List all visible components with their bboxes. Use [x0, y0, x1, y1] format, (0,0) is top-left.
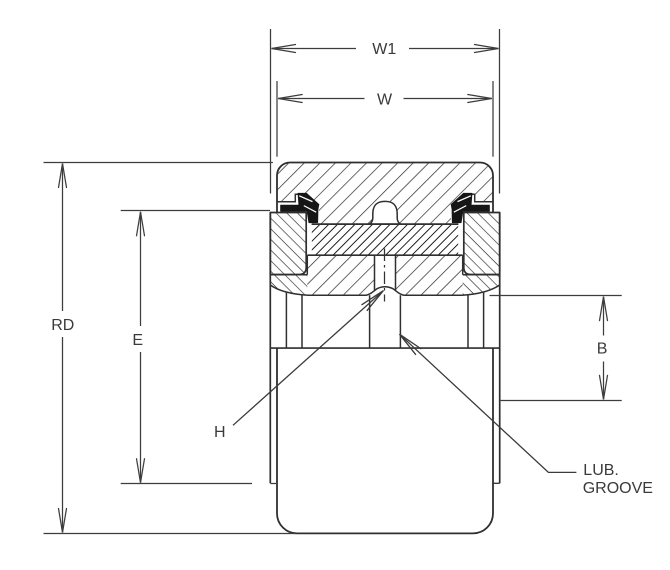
svg-text:RD: RD: [51, 317, 74, 334]
svg-text:E: E: [132, 332, 143, 349]
svg-text:H: H: [214, 424, 226, 441]
svg-text:W1: W1: [372, 41, 396, 58]
svg-text:LUB.: LUB.: [583, 462, 619, 479]
svg-text:GROOVE: GROOVE: [583, 480, 653, 497]
svg-text:B: B: [597, 341, 608, 358]
svg-text:W: W: [377, 91, 393, 108]
